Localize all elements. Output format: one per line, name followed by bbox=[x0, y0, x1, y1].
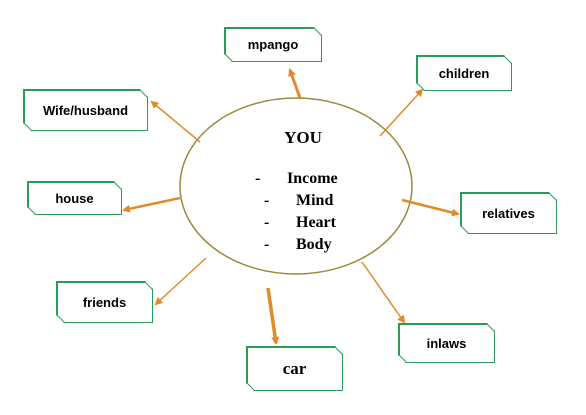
center-item-text: Body bbox=[296, 236, 332, 253]
center-item-text: Income bbox=[287, 170, 338, 187]
node-label: car bbox=[282, 358, 307, 378]
node-label: mpango bbox=[247, 37, 299, 52]
node-label: Wife/husband bbox=[42, 102, 129, 118]
bullet-dash: - bbox=[255, 170, 261, 187]
node-label: children bbox=[438, 65, 490, 81]
node-car: car bbox=[246, 346, 343, 391]
node-children: children bbox=[416, 55, 512, 91]
arrow-to-inlaws bbox=[361, 261, 406, 324]
center-item-text: Heart bbox=[296, 214, 336, 231]
node-relatives: relatives bbox=[460, 192, 557, 234]
node-inlaws: inlaws bbox=[398, 323, 495, 363]
center-item: - Body bbox=[240, 234, 390, 256]
node-wife-husband: Wife/husband bbox=[23, 89, 148, 131]
node-house: house bbox=[27, 181, 122, 215]
center-title: YOU bbox=[284, 128, 322, 147]
center-item: - Mind bbox=[240, 190, 390, 212]
node-label: house bbox=[55, 190, 94, 206]
arrow-to-wife-husband bbox=[150, 100, 201, 143]
arrow-to-house bbox=[122, 196, 181, 213]
node-label: inlaws bbox=[426, 335, 467, 351]
node-label: relatives bbox=[482, 205, 535, 221]
bullet-dash: - bbox=[264, 214, 270, 231]
arrow-to-friends bbox=[154, 257, 207, 306]
center-ellipse bbox=[179, 97, 413, 275]
center-content: YOU - Income - Mind - Heart - Body bbox=[240, 128, 390, 256]
center-item: - Heart bbox=[240, 212, 390, 234]
arrow-to-relatives bbox=[401, 198, 460, 217]
arrow-to-car bbox=[266, 287, 280, 345]
center-item-text: Mind bbox=[296, 192, 334, 209]
center-item: - Income bbox=[240, 168, 390, 190]
bullet-dash: - bbox=[264, 236, 270, 253]
arrow-to-mpango bbox=[288, 68, 302, 99]
arrow-to-children bbox=[379, 88, 424, 137]
node-friends: friends bbox=[56, 281, 153, 323]
node-mpango: mpango bbox=[224, 27, 322, 62]
node-label: friends bbox=[82, 294, 127, 310]
bullet-dash: - bbox=[264, 192, 270, 209]
